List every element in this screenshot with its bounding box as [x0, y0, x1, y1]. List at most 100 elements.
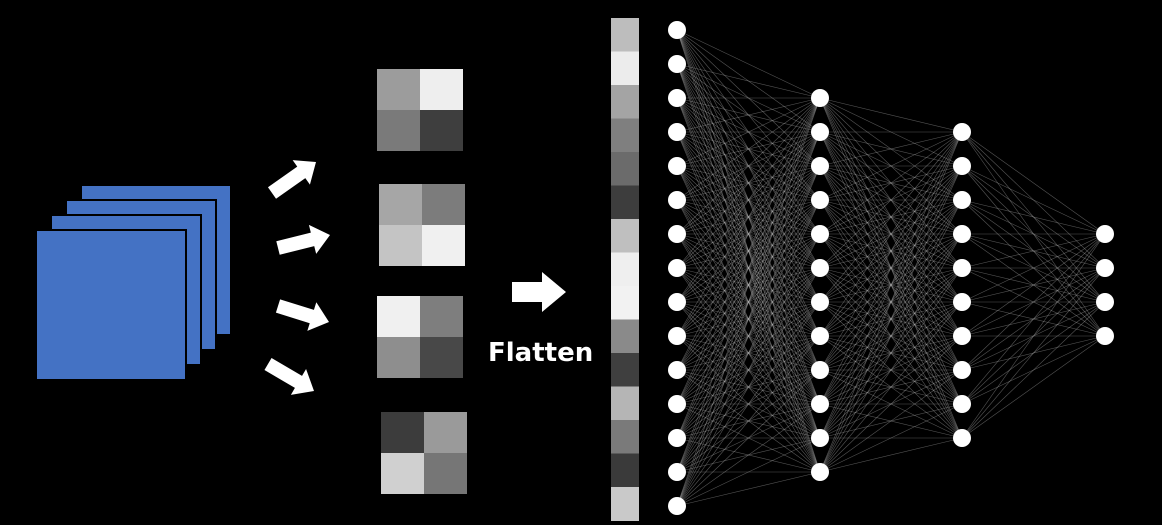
- connection: [819, 267, 963, 473]
- connection: [676, 335, 821, 371]
- connection: [961, 233, 1106, 303]
- connection: [819, 165, 963, 439]
- connection: [676, 233, 821, 405]
- connection: [676, 437, 821, 473]
- connection: [676, 131, 821, 371]
- neuron-layer-2: [811, 89, 829, 107]
- connection: [676, 97, 821, 303]
- flatten-label: Flatten: [488, 338, 594, 368]
- connection: [819, 369, 963, 439]
- pooled-cell: [377, 110, 420, 151]
- connection: [676, 267, 821, 507]
- connection: [961, 165, 1106, 303]
- connection: [961, 233, 1106, 337]
- connection: [819, 131, 963, 337]
- connection: [961, 233, 1106, 269]
- neuron-layer-1: [668, 123, 686, 141]
- connection: [676, 131, 821, 337]
- connection: [676, 131, 821, 303]
- connection: [819, 131, 963, 201]
- connection: [819, 267, 963, 371]
- connection: [676, 335, 821, 507]
- connection: [676, 97, 821, 405]
- connection: [819, 233, 963, 439]
- connection: [676, 29, 821, 201]
- connection: [676, 165, 821, 473]
- feature-map-1: [35, 229, 187, 381]
- connection: [819, 97, 963, 201]
- connection: [819, 267, 963, 371]
- connection: [676, 29, 821, 167]
- connection: [819, 199, 963, 337]
- connection: [676, 301, 821, 507]
- connection: [819, 301, 963, 439]
- vector-cell: [611, 319, 639, 354]
- connection: [676, 63, 821, 303]
- connection: [676, 301, 821, 439]
- connection: [676, 97, 821, 439]
- connection: [676, 165, 821, 235]
- connection: [676, 301, 821, 371]
- connection: [676, 63, 821, 235]
- connection: [676, 63, 821, 371]
- connection: [819, 267, 963, 439]
- connection: [961, 199, 1106, 235]
- connection: [676, 199, 821, 405]
- connection: [676, 63, 821, 99]
- connection: [676, 63, 821, 337]
- connection: [961, 335, 1106, 405]
- flattened-vector: [611, 18, 639, 521]
- connection: [819, 301, 963, 371]
- arrow-to-pool-2: [276, 224, 331, 255]
- pooled-cell: [422, 184, 465, 225]
- connection: [676, 335, 821, 473]
- neuron-layer-2: [811, 191, 829, 209]
- pooled-cell: [424, 412, 467, 453]
- connection: [819, 165, 963, 337]
- connection: [676, 97, 821, 303]
- connection: [961, 301, 1106, 337]
- pooled-cell: [381, 453, 424, 494]
- connection: [676, 165, 821, 473]
- connection: [676, 165, 821, 371]
- connection: [819, 301, 963, 337]
- connection: [961, 267, 1106, 439]
- connection: [676, 97, 821, 473]
- neuron-layer-2: [811, 259, 829, 277]
- neuron-layer-1: [668, 21, 686, 39]
- connection: [819, 199, 963, 439]
- connection: [676, 437, 821, 507]
- connection: [819, 199, 963, 337]
- connection: [961, 267, 1106, 337]
- connection: [676, 267, 821, 371]
- connection: [676, 97, 821, 269]
- connection: [676, 369, 821, 405]
- neuron-layer-3: [953, 157, 971, 175]
- vector-cell: [611, 453, 639, 488]
- connection: [676, 131, 821, 303]
- neuron-layer-2: [811, 395, 829, 413]
- connection: [819, 233, 963, 303]
- connection: [819, 301, 963, 473]
- connection: [676, 165, 821, 337]
- connection: [676, 97, 821, 167]
- connection: [676, 267, 821, 473]
- connection: [819, 131, 963, 303]
- connection: [819, 131, 963, 439]
- connection: [819, 335, 963, 473]
- connection: [819, 97, 963, 439]
- connection: [819, 267, 963, 405]
- neuron-layer-1: [668, 395, 686, 413]
- connection: [676, 403, 821, 439]
- connection: [676, 233, 821, 405]
- connection: [961, 335, 1106, 371]
- connection: [819, 233, 963, 405]
- pooled-cell: [381, 412, 424, 453]
- connection: [819, 131, 963, 303]
- connection: [819, 199, 963, 371]
- neuron-layer-1: [668, 293, 686, 311]
- connection: [676, 199, 821, 439]
- connection: [819, 131, 963, 235]
- connection: [819, 301, 963, 439]
- connection: [819, 165, 963, 201]
